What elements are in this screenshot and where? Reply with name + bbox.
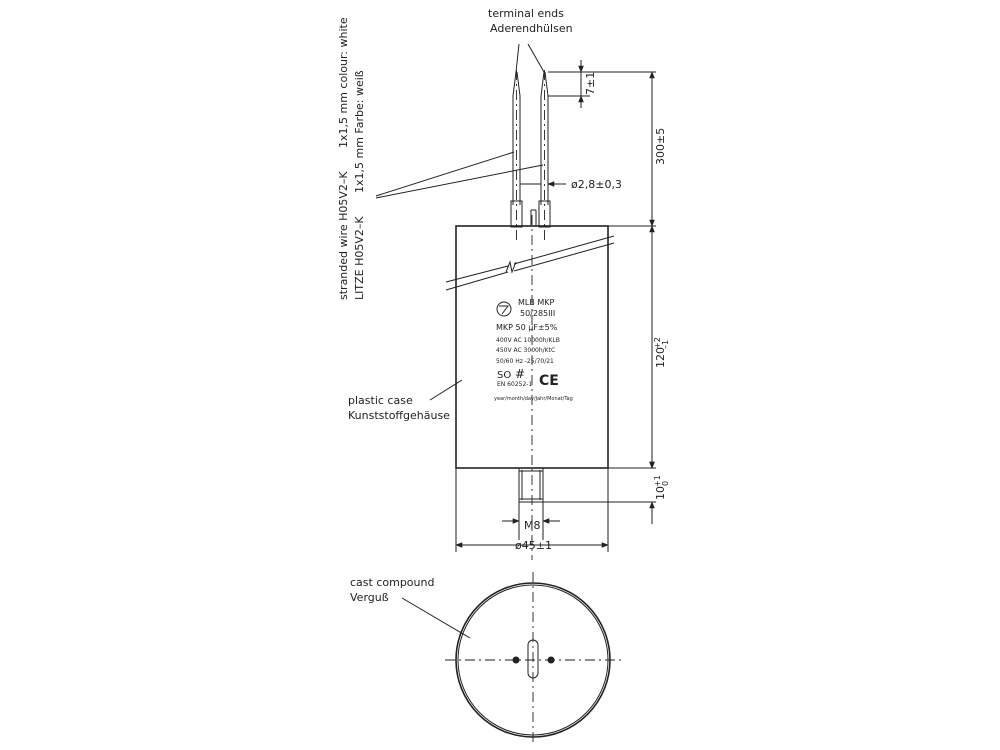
kunststoffgehause-label: Kunststoffgehäuse bbox=[348, 409, 450, 422]
dim-wire-length: 300±5 bbox=[654, 128, 667, 165]
label-date: year/month/day/Jahr/Monat/Tag bbox=[494, 396, 573, 402]
label-line-3: MKP 50 µF±5% bbox=[496, 323, 558, 332]
dim-ferrule-length: 7±1 bbox=[584, 72, 597, 95]
label-hash: # bbox=[515, 367, 525, 381]
plastic-case-label: plastic case bbox=[348, 394, 413, 407]
svg-text:–1: –1 bbox=[661, 340, 670, 349]
label-line-4: 400V AC 10000h/KLB bbox=[496, 337, 560, 344]
svg-text:7±1: 7±1 bbox=[584, 72, 597, 95]
wire-right bbox=[538, 70, 551, 240]
svg-text:300±5: 300±5 bbox=[654, 128, 667, 165]
leader-lines bbox=[375, 43, 545, 639]
wire-spec-de: LITZE H05V2–K 1x1,5 mm Farbe: weiß bbox=[353, 70, 366, 300]
wire-spec-en: stranded wire H05V2–K 1x1,5 mm colour: w… bbox=[337, 17, 350, 300]
svg-text:stranded wire H05V2–K: stranded wire H05V2–K bbox=[337, 171, 350, 300]
label-line-2: 50/285III bbox=[520, 309, 555, 318]
svg-text:LITZE H05V2–K: LITZE H05V2–K bbox=[353, 216, 366, 300]
label-norm: EN 60252-1 bbox=[497, 381, 532, 388]
label-line-5: 450V AC 3000h/KtC bbox=[496, 347, 555, 354]
label-line-6: 50/60 Hz -25/70/21 bbox=[496, 358, 554, 365]
label-so: SO bbox=[497, 370, 511, 381]
bottom-view bbox=[445, 572, 622, 745]
svg-text:10: 10 bbox=[654, 486, 667, 500]
manufacturer-logo bbox=[496, 301, 512, 317]
wire-left bbox=[510, 70, 523, 240]
dimension-lines-right bbox=[520, 60, 656, 524]
dim-body-height: 120 +2 –1 bbox=[653, 337, 670, 368]
dim-diameter: ø45±1 bbox=[515, 539, 552, 552]
svg-text:1x1,5 mm colour: white: 1x1,5 mm colour: white bbox=[337, 17, 350, 148]
dim-stud-length: 10 +1 0 bbox=[653, 475, 670, 500]
m8-stud bbox=[518, 467, 544, 503]
aderendhulsen-label: Aderendhülsen bbox=[490, 22, 573, 35]
verguss-label: Verguß bbox=[350, 591, 389, 604]
label-line-1: MLB MKP bbox=[518, 298, 555, 307]
dim-ferrule-diameter: ø2,8±0,3 bbox=[571, 178, 622, 191]
dimension-lines-bottom bbox=[455, 468, 609, 552]
svg-text:+2: +2 bbox=[653, 337, 662, 349]
svg-text:+1: +1 bbox=[653, 475, 662, 487]
ce-mark: CE bbox=[539, 373, 559, 389]
dim-thread: M8 bbox=[524, 519, 541, 532]
product-label: MLB MKP 50/285III MKP 50 µF±5% 400V AC 1… bbox=[494, 298, 573, 402]
svg-text:0: 0 bbox=[661, 481, 670, 486]
cast-compound-label: cast compound bbox=[350, 576, 434, 589]
terminal-ends-label: terminal ends bbox=[488, 7, 564, 20]
svg-text:120: 120 bbox=[654, 347, 667, 368]
svg-text:1x1,5 mm Farbe: weiß: 1x1,5 mm Farbe: weiß bbox=[353, 70, 366, 193]
